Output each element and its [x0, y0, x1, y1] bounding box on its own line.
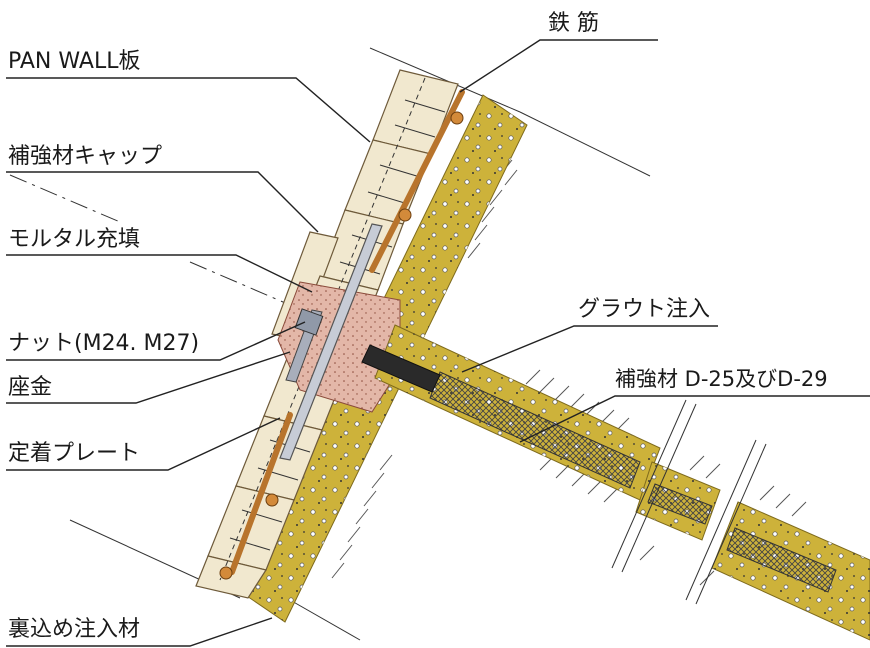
rebar-bars	[219, 89, 465, 580]
leader-lines	[6, 39, 870, 647]
washer-label: 座金	[8, 375, 52, 400]
mortar-label: モルタル充填	[8, 227, 140, 252]
pan-wall-label: PAN WALL板	[8, 49, 140, 74]
reinforcement-label: 補強材 D-25及びD-29	[615, 367, 828, 391]
plate-label: 定着プレート	[8, 441, 140, 466]
grout-label: グラウト注入	[578, 297, 710, 322]
anchor-plate	[279, 223, 383, 461]
reinforcement-assembly	[361, 324, 870, 641]
rebar-label: 鉄 筋	[548, 11, 599, 36]
nut-label: ナット(M24. M27)	[8, 331, 199, 356]
nut-shape	[294, 308, 324, 336]
backfill-label: 裏込め注入材	[8, 617, 140, 642]
cap-label: 補強材キャップ	[8, 144, 162, 169]
